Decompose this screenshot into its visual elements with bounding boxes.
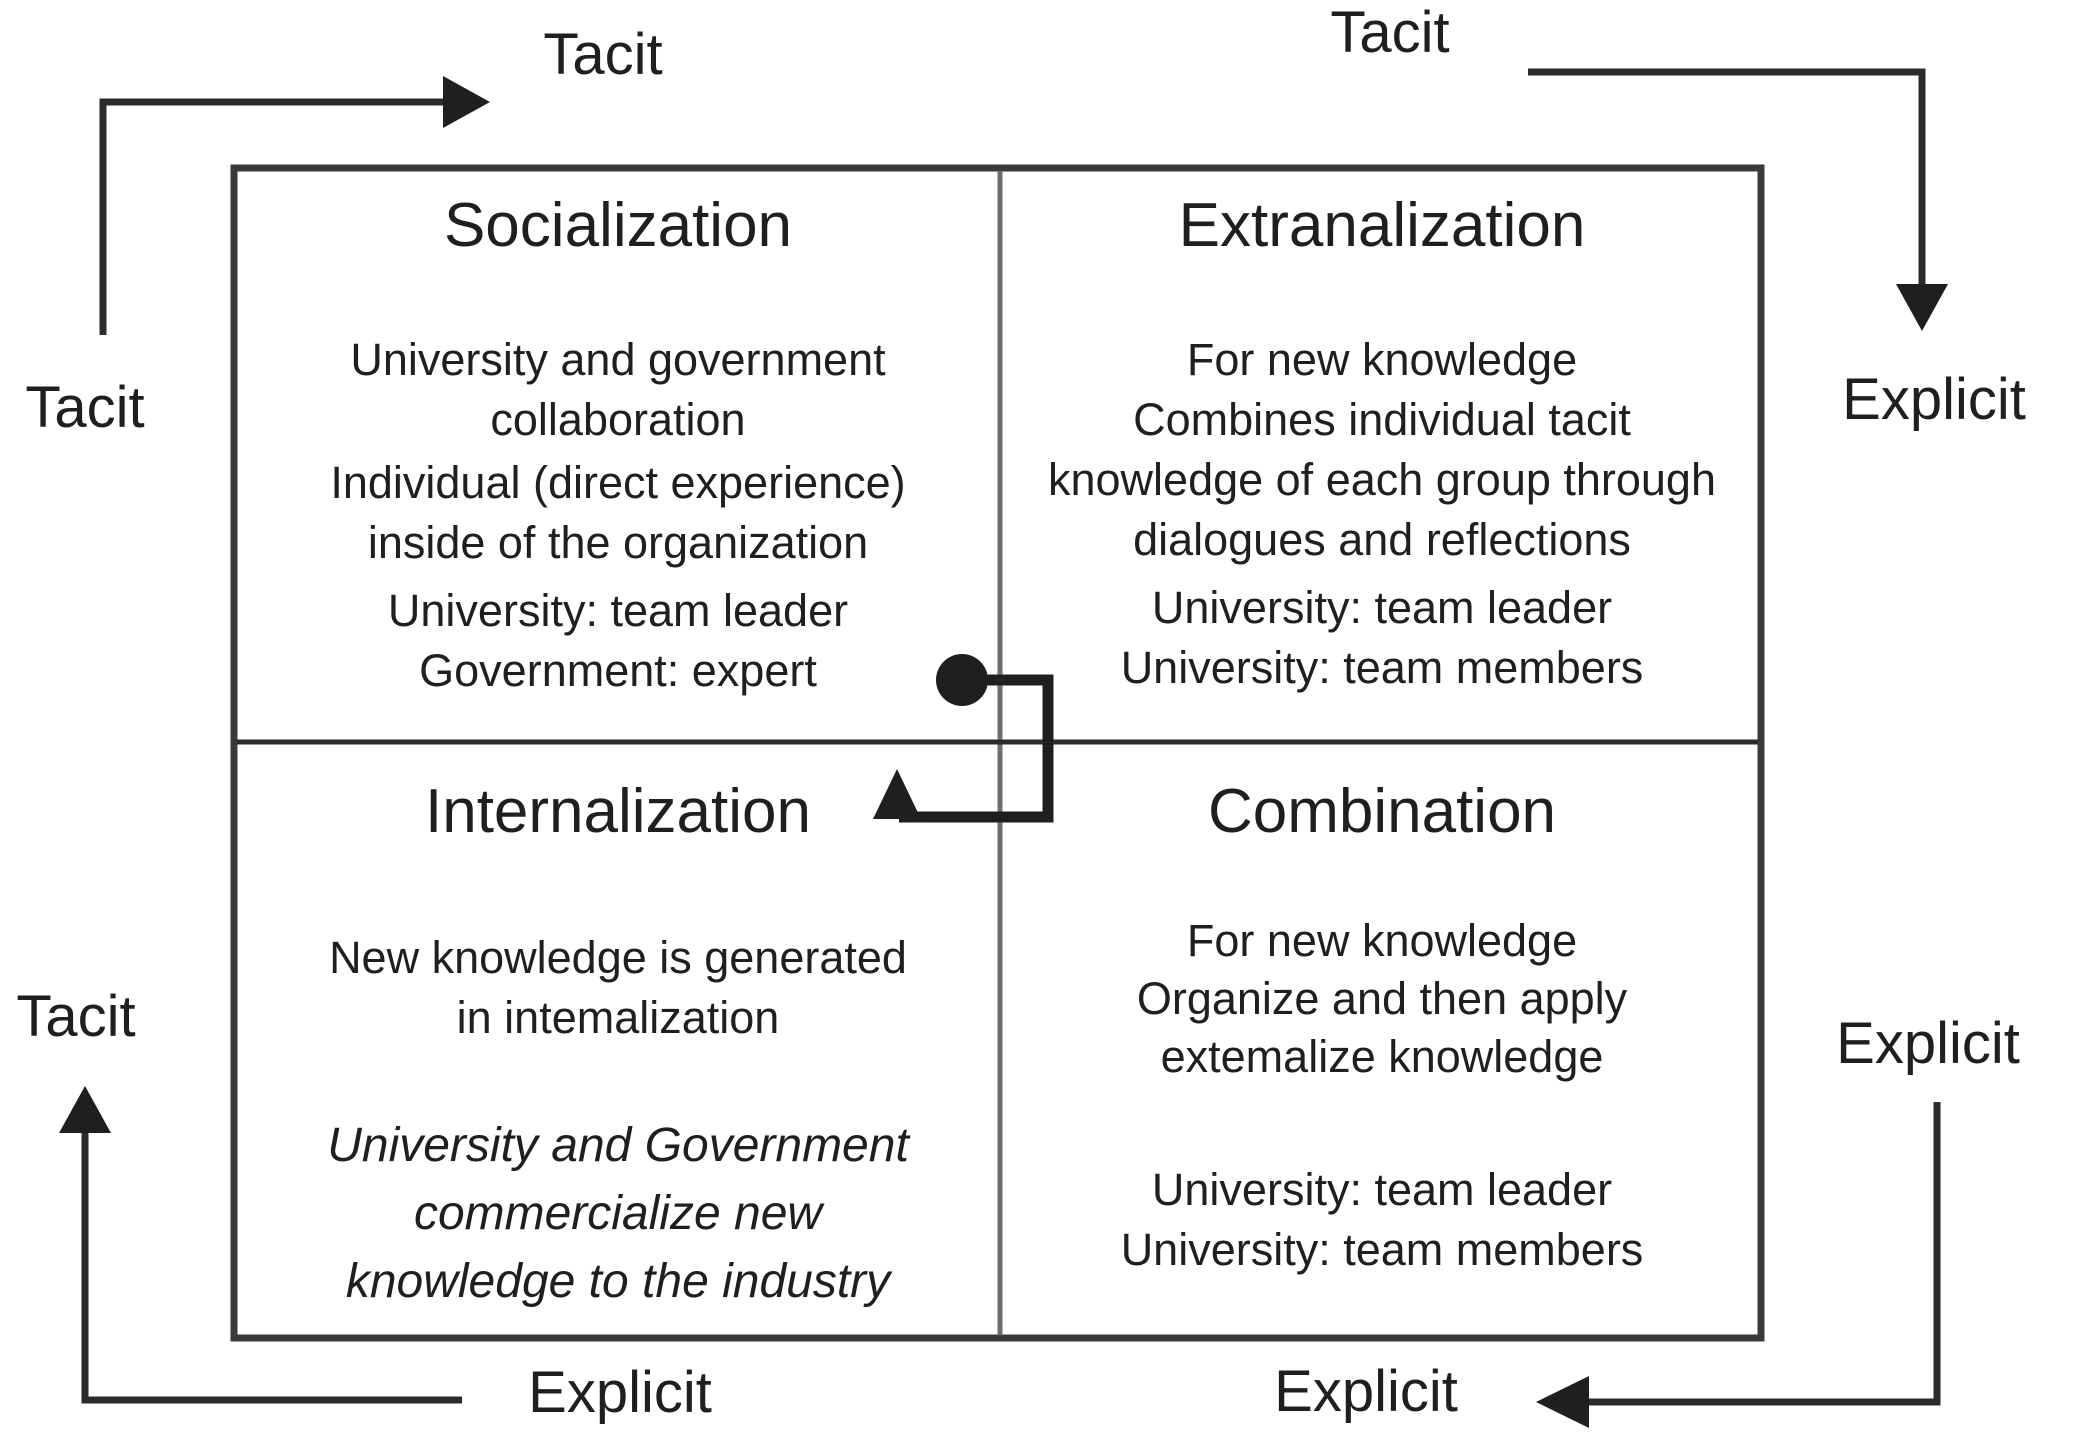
- socialization-text-roles: University: team leader Government: expe…: [387, 585, 849, 696]
- label-tacit-left-upper: Tacit: [25, 375, 145, 440]
- quadrant-combination: Combination For new knowledge Organize a…: [1006, 742, 1758, 1280]
- label-explicit-bottom-right: Explicit: [1274, 1359, 1458, 1424]
- quadrant-internalization-title: Internalization: [424, 777, 812, 846]
- label-explicit-bottom-left: Explicit: [528, 1360, 712, 1425]
- combination-text-roles: University: team leader University: team…: [1120, 1164, 1644, 1275]
- arrow-top-left-line: [99, 98, 446, 335]
- label-tacit-top-right: Tacit: [1330, 0, 1450, 65]
- extranalization-text-roles: University: team leader University: team…: [1120, 582, 1644, 693]
- internalization-text-description: New knowledge is generated in intemaliza…: [329, 932, 907, 1043]
- arrow-top-left-head-right-icon: [443, 76, 490, 128]
- quadrant-internalization: Internalization New knowledge is generat…: [240, 742, 996, 1316]
- extranalization-text-description: For new knowledge Combines individual ta…: [1048, 334, 1716, 565]
- arrow-bottom-left-line: [81, 1131, 462, 1404]
- internalization-text-commercialize-italic: University and Government commercialize …: [327, 1119, 909, 1308]
- connector-dot-icon: [936, 654, 988, 706]
- socialization-text-individual: Individual (direct experience) inside of…: [330, 457, 906, 568]
- socialization-text-collaboration: University and government collaboration: [350, 334, 886, 445]
- label-explicit-right-upper: Explicit: [1842, 367, 2026, 432]
- arrow-bottom-right-line: [1584, 1102, 1941, 1406]
- matrix-border: [230, 164, 1765, 1342]
- connector-hook-line: [899, 674, 1054, 823]
- arrow-bottom-right-head-left-icon: [1536, 1376, 1589, 1428]
- quadrant-extranalization: Extranalization For new knowledge Combin…: [1006, 168, 1758, 698]
- quadrant-socialization: Socialization University and government …: [240, 168, 996, 701]
- quadrant-socialization-title: Socialization: [443, 191, 793, 260]
- connector-head-up-icon: [873, 769, 921, 819]
- label-explicit-right-lower: Explicit: [1836, 1011, 2020, 1076]
- arrow-bottom-left-head-up-icon: [59, 1086, 111, 1133]
- arrow-top-right-line: [1528, 68, 1926, 286]
- quadrant-extranalization-title: Extranalization: [1178, 191, 1586, 260]
- label-tacit-top-left: Tacit: [543, 22, 663, 87]
- label-tacit-left-lower: Tacit: [16, 984, 136, 1049]
- quadrant-combination-title: Combination: [1207, 777, 1557, 846]
- arrow-top-right-head-down-icon: [1896, 284, 1948, 331]
- combination-text-description: For new knowledge Organize and then appl…: [1136, 915, 1628, 1082]
